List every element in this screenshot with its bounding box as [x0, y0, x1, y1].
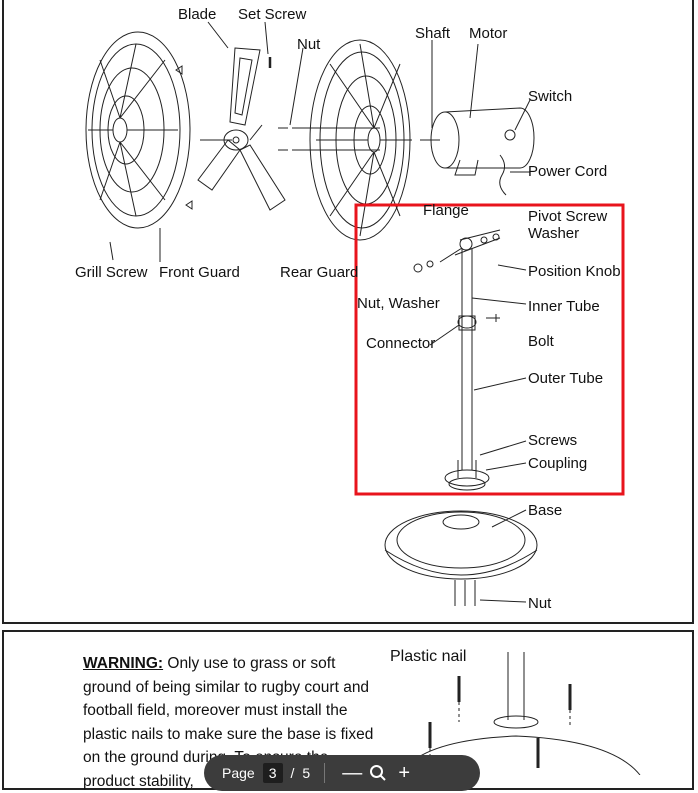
diagram-panel — [2, 0, 694, 624]
page-label: Page — [222, 765, 255, 781]
label-set-screw: Set Screw — [238, 6, 307, 23]
warning-text: WARNING: Only use to grass or soft groun… — [83, 652, 383, 793]
label-nut-top: Nut — [297, 36, 321, 53]
warning-body: Only use to grass or soft ground of bein… — [83, 655, 374, 790]
label-coupling: Coupling — [528, 455, 588, 472]
label-plastic-nail: Plastic nail — [390, 648, 467, 665]
label-pivot-screw: Pivot Screw — [528, 208, 608, 225]
label-screws: Screws — [528, 432, 578, 449]
page-toolbar: Page 3 / 5 — + — [204, 755, 480, 791]
total-pages: 5 — [302, 765, 311, 781]
label-position-knob: Position Knob — [528, 263, 621, 280]
zoom-in-button[interactable]: + — [398, 761, 411, 784]
label-washer: Washer — [528, 225, 580, 242]
label-blade: Blade — [178, 6, 217, 23]
highlight-box — [354, 203, 625, 496]
label-inner-tube: Inner Tube — [528, 298, 600, 315]
front-guard-drawing — [85, 31, 193, 229]
label-rear-guard: Rear Guard — [280, 264, 359, 281]
label-shaft: Shaft — [415, 25, 451, 42]
warning-heading: WARNING: — [83, 655, 164, 672]
motor-drawing — [420, 40, 535, 196]
label-outer-tube: Outer Tube — [528, 370, 604, 387]
page-separator: / — [290, 765, 295, 781]
label-nut-bottom: Nut — [528, 595, 552, 612]
zoom-icon — [365, 760, 391, 786]
base-drawing — [384, 509, 538, 606]
label-switch: Switch — [528, 88, 573, 105]
zoom-out-button[interactable]: — — [342, 761, 363, 784]
current-page-input[interactable]: 3 — [262, 763, 283, 783]
label-flange: Flange — [423, 202, 469, 219]
label-motor: Motor — [469, 25, 508, 42]
label-base: Base — [528, 502, 563, 519]
label-nut-washer: Nut, Washer — [357, 295, 440, 312]
label-bolt: Bolt — [528, 333, 554, 350]
blade-drawing — [197, 47, 286, 211]
rear-guard-drawing — [200, 39, 412, 241]
pole-drawing — [413, 229, 527, 491]
label-power-cord: Power Cord — [528, 163, 608, 180]
toolbar-divider — [324, 763, 326, 783]
label-grill-screw: Grill Screw — [75, 264, 148, 281]
label-connector: Connector — [366, 335, 436, 352]
label-front-guard: Front Guard — [159, 264, 240, 281]
